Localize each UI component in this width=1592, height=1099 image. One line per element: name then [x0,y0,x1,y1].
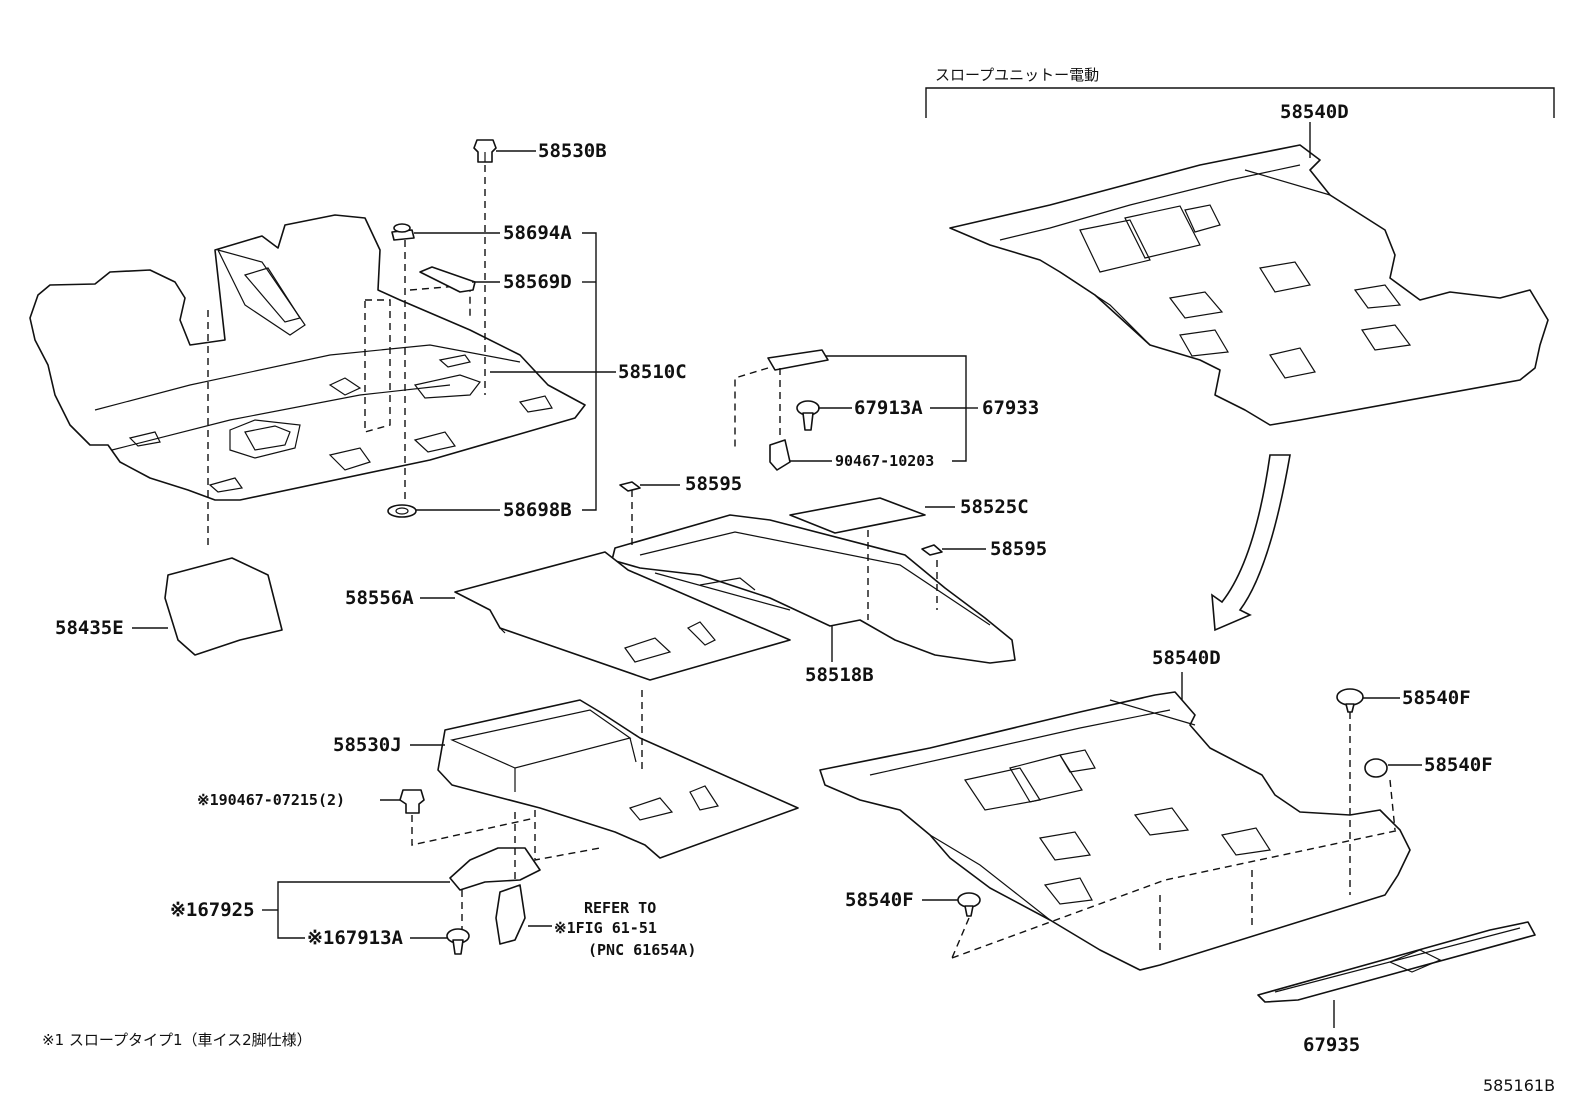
label-58540f-2: 58540F [1424,754,1493,776]
label-58540f-3: 58540F [845,889,914,911]
clip-58540f-1 [1336,688,1364,713]
clip-67933 [767,349,829,371]
dash-58540f-drops [1159,712,1396,955]
dash-90467-07215 [411,815,536,846]
label-58530j: 58530J [333,734,402,756]
figure-number: 585161B [1483,1076,1555,1095]
bracket-61654a [495,884,526,945]
cover-58540d-top [949,144,1549,426]
label-58510c: 58510C [618,361,687,383]
refer-line3: (PNC 61654A) [588,941,696,959]
label-58540d-bottom: 58540D [1152,647,1221,669]
clip-58540f-3 [957,892,981,917]
label-58435e: 58435E [55,617,124,639]
pad-58525c [789,497,926,534]
floor-board-58518b [611,514,1016,664]
dash-58540f-line [951,829,1401,959]
cover-58540d-bottom [819,691,1411,971]
arrow-icon [1211,454,1291,632]
label-58595-top: 58595 [685,473,742,495]
label-58569d: 58569D [503,271,572,293]
label-58694a: 58694A [503,222,572,244]
clip-67913a-2 [446,928,470,955]
dash-67933 [734,367,769,450]
dash-box-58569d [364,299,391,433]
label-67933: 67933 [982,397,1039,419]
label-58530b: 58530B [538,140,607,162]
refer-line1: REFER TO [584,899,656,917]
label-58556a: 58556A [345,587,414,609]
footnote: ※1 スロープタイプ1（車イス2脚仕様） [42,1031,312,1049]
clip-58540f-2 [1364,758,1388,778]
bracket-67925 [449,847,541,891]
slope-unit-bracket [925,87,1555,118]
scuff-plate-67935 [1257,921,1536,1003]
label-67913a: 67913A [854,397,923,419]
label-58540d-top: 58540D [1280,101,1349,123]
tape-58595-top [619,481,641,492]
bracket-90467-10203 [769,439,791,471]
floor-board-58556a [454,551,791,681]
grommet-58698b [387,504,417,518]
floor-box-58530j [437,699,799,859]
label-58525c: 58525C [960,496,1029,518]
refer-line2: ※1FIG 61-51 [554,919,657,937]
pad-58435e [164,557,283,656]
tape-58595-right [921,544,943,556]
label-58540f-1: 58540F [1402,687,1471,709]
label-58518b: 58518B [805,664,874,686]
label-90467-07215: ※190467-07215(2) [197,791,345,809]
label-67935: 67935 [1303,1034,1360,1056]
label-67925: ※167925 [170,899,255,921]
dash-67925 [514,810,601,880]
label-90467-10203: 90467-10203 [835,452,934,470]
label-58698b: 58698B [503,499,572,521]
fastener-58694a [391,223,415,241]
label-58595-right: 58595 [990,538,1047,560]
slope-unit-title: スロープユニットー電動 [935,66,1099,84]
dash-58540f-3 [951,917,970,959]
floor-carpet-58510c [29,214,586,501]
label-67913a-2: ※167913A [307,927,404,949]
clip-58530b [473,139,497,163]
clip-90467-07215 [399,789,425,814]
clip-67913a [796,400,820,431]
pad-58569d [419,266,476,293]
